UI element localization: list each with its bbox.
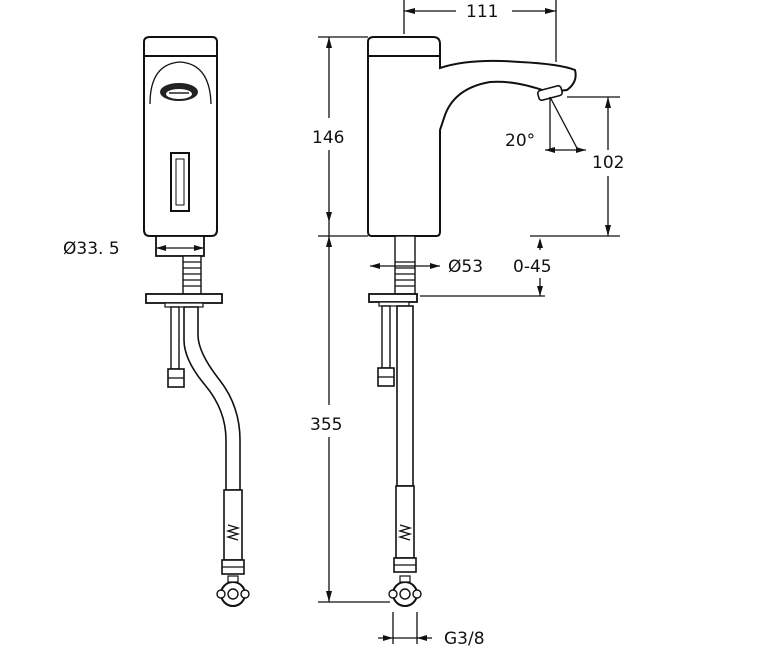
dim-deck-mount-diameter: Ø53 (370, 257, 483, 277)
side-bottom-nut (216, 575, 250, 607)
hose-length-label: 355 (310, 415, 342, 435)
spout-height-label: 102 (592, 153, 624, 173)
dim-spray-angle: 20° (505, 96, 586, 153)
dim-hose-length: 355 (310, 236, 390, 603)
front-view-body-spout (367, 55, 577, 237)
dim-body-height: 146 (312, 36, 368, 237)
deck-thickness-label: 0-45 (513, 257, 552, 277)
side-s-bend-hose (183, 306, 241, 491)
spray-angle-label: 20° (505, 131, 535, 151)
side-view: Ø33. 5 (63, 36, 250, 607)
connection-thread-label: G3/8 (444, 629, 485, 649)
side-view-cap (143, 36, 218, 57)
front-view (367, 36, 577, 607)
deck-diameter-label: Ø53 (448, 257, 483, 277)
front-view-cap (367, 36, 441, 57)
dim-side-width: Ø33. 5 (63, 239, 204, 259)
aerator-outlet (536, 84, 564, 102)
side-view-body (143, 55, 218, 237)
dim-spout-outlet-height: 102 (530, 96, 624, 237)
side-mounting-bracket (145, 293, 223, 308)
dim-deck-thickness: 0-45 (420, 238, 552, 297)
front-hex-fitting (377, 367, 395, 387)
front-mounting-bracket (368, 293, 418, 307)
spout-reach-label: 111 (466, 2, 498, 22)
side-width-label: Ø33. 5 (63, 239, 120, 259)
side-flex-hose (221, 489, 245, 575)
side-threaded-stud (182, 255, 202, 297)
front-threaded-stud (394, 235, 416, 295)
body-height-label: 146 (312, 128, 344, 148)
side-hex-fitting (167, 368, 185, 388)
sensor-eye-icon (160, 83, 198, 101)
dim-connection-thread: G3/8 (378, 612, 485, 649)
front-flex-hose (393, 305, 417, 573)
front-bottom-nut (388, 575, 422, 607)
dim-spout-reach: 111 (403, 0, 557, 62)
